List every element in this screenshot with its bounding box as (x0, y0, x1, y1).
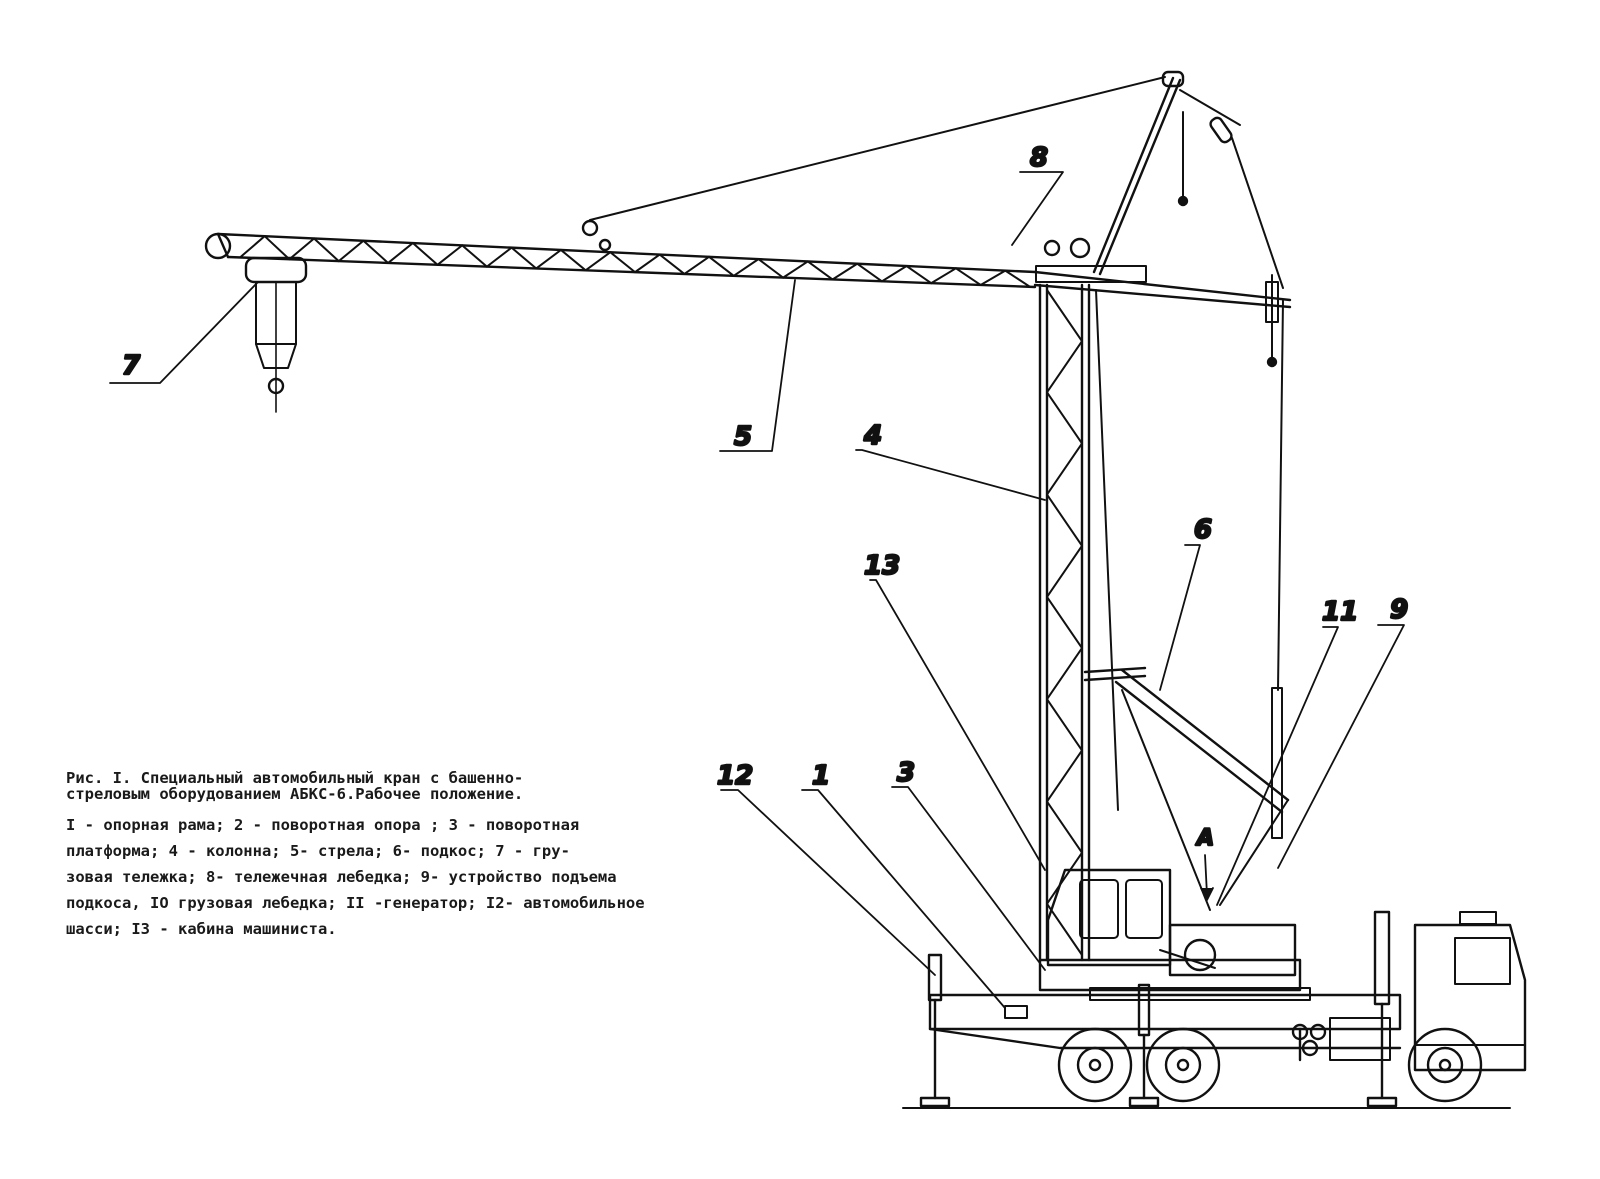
callout-12: 12 (717, 761, 753, 791)
callout-13: 13 (864, 551, 900, 581)
load-trolley (244, 256, 308, 413)
truck-cab (1413, 911, 1527, 1072)
cat-head (589, 70, 1284, 289)
callout-5: 5 (734, 422, 752, 452)
callout-4: 4 (863, 421, 882, 451)
leader-lines (109, 171, 1405, 1009)
callout-3: 3 (897, 758, 915, 788)
figure-caption: Рис. I. Специальный автомобильный кран с… (66, 770, 786, 942)
caption-title-line-2: стреловым оборудованием АБКС-6.Рабочее п… (66, 785, 524, 803)
legend-line-4: подкоса, IO грузовая лебедка; II -генера… (66, 894, 645, 912)
callout-11: 11 (1322, 597, 1358, 627)
jib-boom (204, 219, 1037, 289)
callout-1: 1 (812, 761, 830, 791)
outriggers (919, 910, 1398, 1108)
caption-title-line-1: Рис. I. Специальный автомобильный кран с… (66, 769, 524, 787)
legend-line-3: зовая тележка; 8- тележечная лебедка; 9-… (66, 868, 617, 886)
legend-line-1: I - опорная рама; 2 - поворотная опора ;… (66, 816, 580, 834)
callout-9: 9 (1390, 595, 1408, 625)
counter-jib (1033, 270, 1292, 368)
callout-8: 8 (1030, 143, 1048, 173)
caption-title: Рис. I. Специальный автомобильный кран с… (66, 770, 786, 802)
legend-line-2: платформа; 4 - колонна; 5- стрела; 6- по… (66, 842, 570, 860)
callout-7: 7 (122, 351, 141, 381)
callout-6: 6 (1194, 515, 1212, 545)
wheels (1057, 1027, 1483, 1103)
legend-line-5: шасси; I3 - кабина машиниста. (66, 920, 337, 938)
strut (1083, 666, 1290, 911)
callout-a: А (1195, 826, 1214, 851)
hoist-rope (1277, 299, 1284, 691)
truck-chassis (928, 993, 1402, 1062)
tower-column (1035, 237, 1147, 962)
turntable-platform (1038, 923, 1311, 1001)
operator-cab (1046, 868, 1172, 967)
